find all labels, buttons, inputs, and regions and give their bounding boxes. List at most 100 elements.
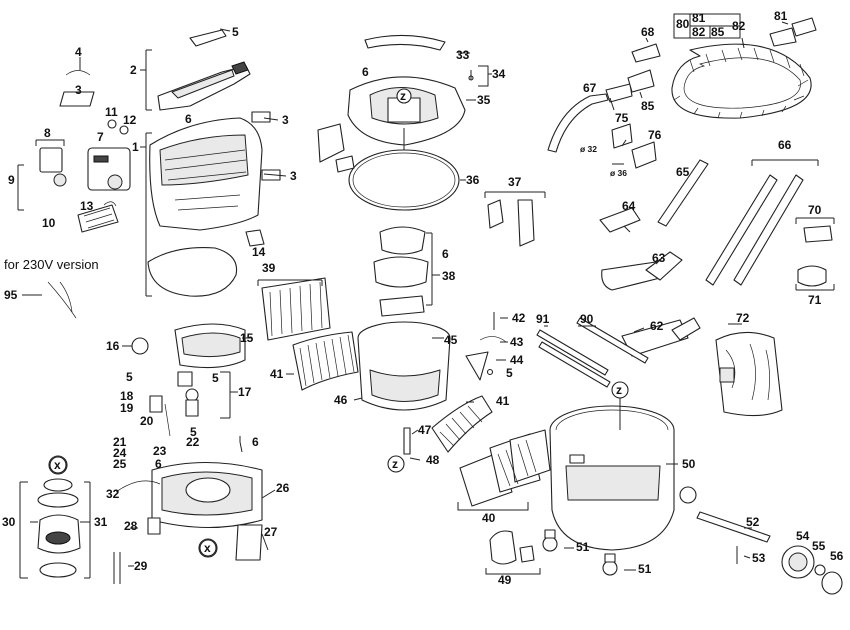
label-p81b: 81 — [692, 11, 706, 25]
label-p44: 44 — [510, 353, 524, 367]
label-p29: 29 — [134, 559, 148, 573]
lid-seal-ring — [348, 128, 460, 211]
label-p82a: 82 — [732, 19, 746, 33]
label-p52: 52 — [746, 515, 760, 529]
label-p6b: 6 — [362, 65, 369, 79]
label-p6c: 6 — [442, 247, 449, 261]
label-p25: 25 — [113, 457, 127, 471]
marker-x2: x — [204, 541, 211, 555]
label-p85b: 85 — [711, 25, 725, 39]
label-p15: 15 — [240, 331, 254, 345]
label-p91: 91 — [536, 312, 550, 326]
label-p20: 20 — [140, 414, 154, 428]
label-p12: 12 — [123, 113, 137, 127]
label-p16: 16 — [106, 339, 120, 353]
label-p37: 37 — [508, 175, 522, 189]
label-p70: 70 — [808, 203, 822, 217]
pleated-filter-part — [431, 395, 493, 453]
filter-cover-plate — [147, 247, 238, 297]
label-p68: 68 — [641, 25, 655, 39]
label-p10: 10 — [42, 216, 56, 230]
label-p7: 7 — [97, 130, 104, 144]
label-p66: 66 — [778, 138, 792, 152]
label-p54: 54 — [796, 529, 810, 543]
diameter-36: ø 36 — [610, 168, 627, 178]
label-p21: 21 — [113, 435, 127, 449]
cyclone-separator-part — [357, 321, 451, 455]
label-p76: 76 — [648, 128, 662, 142]
label-p63: 63 — [652, 251, 666, 265]
small-parts-center — [465, 70, 507, 381]
cartridge-filter-part — [261, 277, 331, 341]
marker-circle-z2 — [387, 455, 405, 473]
label-p5a: 5 — [232, 25, 239, 39]
label-p6d: 6 — [252, 435, 259, 449]
lid-top-part — [347, 34, 466, 146]
label-p36: 36 — [466, 173, 480, 187]
label-p6e: 6 — [155, 457, 162, 471]
reference-markers: x x z z z — [49, 88, 629, 557]
label-p38: 38 — [442, 269, 456, 283]
label-p26: 26 — [276, 481, 290, 495]
label-p71: 71 — [808, 293, 822, 307]
marker-x1: x — [54, 458, 61, 472]
label-p82b: 82 — [692, 25, 706, 39]
label-p41a: 41 — [270, 367, 284, 381]
label-p18: 18 — [120, 389, 134, 403]
axle-wheel-part — [696, 511, 843, 595]
label-p27: 27 — [264, 525, 278, 539]
side-latch-part — [487, 199, 535, 247]
float-cage-part — [373, 226, 429, 317]
label-p4: 4 — [75, 45, 82, 59]
hose-part — [671, 43, 812, 119]
label-p81a: 81 — [774, 9, 788, 23]
label-p42: 42 — [512, 311, 526, 325]
brush-70-71-part — [797, 225, 833, 287]
latch-part — [317, 123, 355, 173]
note-230v: for 230V version — [4, 257, 99, 272]
label-p35: 35 — [477, 93, 491, 107]
part-number-labels: 5 2 4 3 11 12 6 3 8 7 1 3 9 13 10 14 for… — [2, 9, 844, 587]
label-p85a: 85 — [641, 99, 655, 113]
label-p13: 13 — [80, 199, 94, 213]
filter-set-part — [459, 429, 551, 507]
power-cord-part — [59, 281, 73, 313]
label-p50: 50 — [682, 457, 696, 471]
label-p46: 46 — [334, 393, 348, 407]
label-p5c: 5 — [212, 371, 219, 385]
label-p49: 49 — [498, 573, 512, 587]
label-p14: 14 — [252, 245, 266, 259]
label-p5e: 5 — [190, 425, 197, 439]
label-p34: 34 — [492, 67, 506, 81]
label-p67: 67 — [583, 81, 597, 95]
marker-z2: z — [392, 457, 398, 471]
label-p3b: 3 — [282, 113, 289, 127]
tube-parts — [547, 17, 817, 286]
filter-panel-part — [292, 331, 359, 391]
label-p3c: 3 — [290, 169, 297, 183]
label-p11: 11 — [105, 105, 118, 119]
label-p47: 47 — [418, 423, 432, 437]
marker-circle-x1 — [49, 456, 67, 474]
label-p51a: 51 — [576, 540, 590, 554]
label-p3a: 3 — [75, 83, 82, 97]
label-p39: 39 — [262, 261, 276, 275]
label-p72: 72 — [736, 311, 750, 325]
label-p45: 45 — [444, 333, 458, 347]
rail-90-91-part — [536, 317, 649, 388]
label-p64: 64 — [622, 199, 636, 213]
motor-housing-part — [131, 323, 246, 437]
label-p5b: 5 — [126, 370, 133, 384]
diameter-32: ø 32 — [580, 144, 597, 154]
label-p31: 31 — [94, 515, 108, 529]
label-p48: 48 — [426, 453, 440, 467]
label-p43: 43 — [510, 335, 524, 349]
label-p56: 56 — [830, 549, 844, 563]
label-p55: 55 — [812, 539, 826, 553]
label-p53: 53 — [752, 551, 766, 565]
label-p33: 33 — [456, 48, 470, 62]
motor-base-part — [113, 462, 263, 584]
dust-bag-part — [715, 331, 783, 417]
label-p28: 28 — [124, 519, 138, 533]
label-p65: 65 — [676, 165, 690, 179]
